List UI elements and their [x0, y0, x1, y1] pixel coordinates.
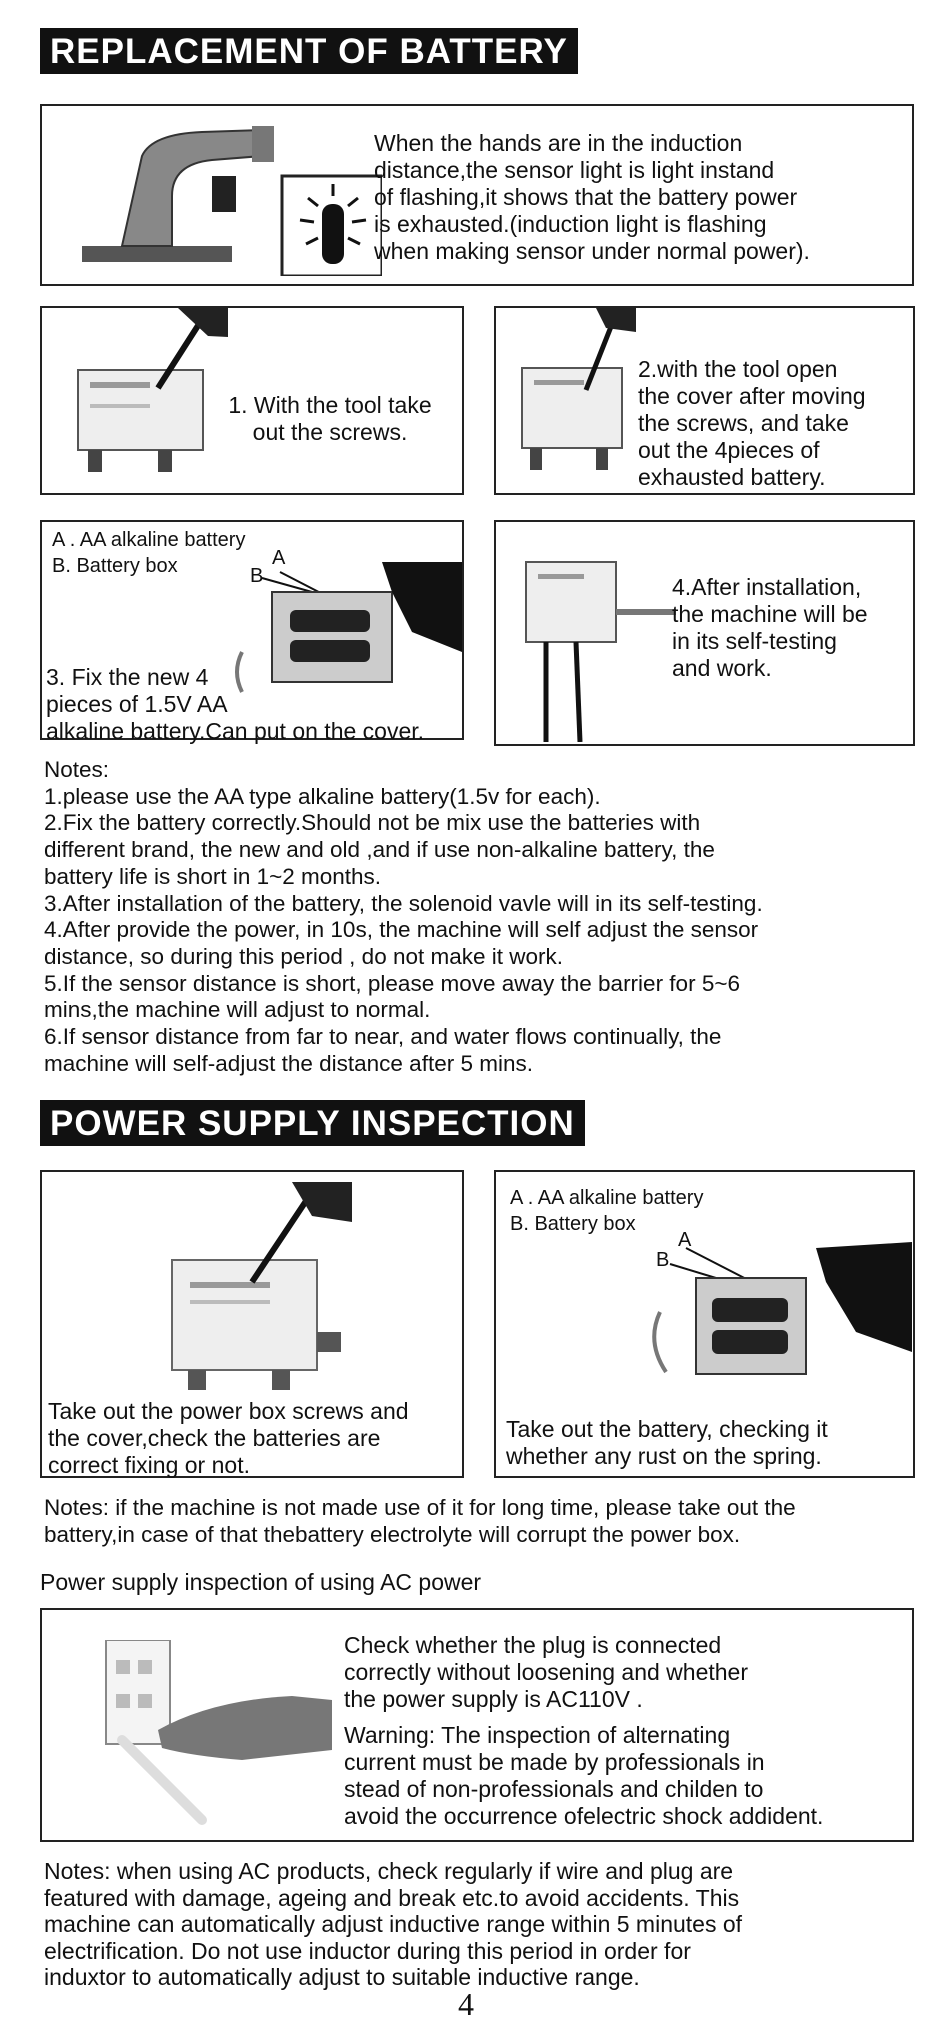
battery-rust-caption: Take out the battery, checking it whethe… [506, 1416, 828, 1469]
power-box-caption: Take out the power box screws and the co… [48, 1398, 409, 1478]
power-box-illustration [171, 1182, 352, 1390]
note-item: 5.If the sensor distance is short, pleas… [44, 970, 740, 1023]
label-a: A [678, 1229, 692, 1251]
section-heading-power-supply: POWER SUPPLY INSPECTION [40, 1100, 585, 1146]
note-item: 3.After installation of the battery, the… [44, 890, 763, 916]
ac-power-subheading: Power supply inspection of using AC powe… [40, 1569, 482, 1595]
notes-section-1: Notes: 1.please use the AA type alkaline… [44, 757, 924, 1077]
step2-box: 2.with the tool open the cover after mov… [494, 306, 915, 495]
label-b: B [250, 565, 264, 587]
ac-warning-text: Warning: The inspection of alternating c… [344, 1722, 824, 1829]
step1-text: 1. With the tool take out the screws. [228, 392, 432, 445]
step4-box: 4.After installation, the machine will b… [494, 520, 915, 746]
legend-a: A . AA alkaline battery [52, 529, 246, 551]
notes-section-2: Notes: if the machine is not made use of… [44, 1495, 796, 1547]
battery-removal-illustration [652, 1242, 912, 1375]
opening-cover-illustration [521, 308, 636, 470]
note-item: 1.please use the AA type alkaline batter… [44, 783, 601, 809]
step3-box: A . AA alkaline battery B. Battery box A… [40, 520, 464, 744]
step3-text: 3. Fix the new 4 pieces of 1.5V AA alkal… [46, 664, 425, 744]
step1-box: 1. With the tool take out the screws. [40, 306, 464, 495]
ac-check-text: Check whether the plug is connected corr… [344, 1632, 749, 1712]
installed-unit-illustration [525, 561, 676, 742]
note-item: 2.Fix the battery correctly.Should not b… [44, 810, 715, 889]
battery-box-illustration [235, 562, 462, 693]
note-item: 4.After provide the power, in 10s, the m… [44, 917, 759, 969]
intro-box: When the hands are in the induction dist… [40, 104, 914, 286]
section-heading-replacement: REPLACEMENT OF BATTERY [40, 28, 578, 74]
legend-b: B. Battery box [52, 555, 178, 577]
legend-a: A . AA alkaline battery [510, 1187, 704, 1209]
final-notes: Notes: when using AC products, check reg… [44, 1858, 743, 1990]
battery-rust-box: A . AA alkaline battery B. Battery box A… [494, 1170, 915, 1478]
label-a: A [272, 547, 286, 569]
ac-power-box: Check whether the plug is connected corr… [40, 1608, 914, 1842]
plug-socket-illustration [105, 1640, 332, 1825]
power-box-screws-box: Take out the power box screws and the co… [40, 1170, 464, 1478]
step4-text: 4.After installation, the machine will b… [672, 574, 868, 681]
label-b: B [656, 1249, 670, 1271]
note-item: 6.If sensor distance from far to near, a… [44, 1024, 722, 1076]
legend-b: B. Battery box [510, 1213, 636, 1235]
notes-title: Notes: [44, 757, 110, 782]
page-number: 4 [458, 1986, 474, 2022]
faucet-sensor-illustration [82, 126, 382, 276]
screwdriver-box-illustration [77, 308, 228, 472]
step2-text: 2.with the tool open the cover after mov… [638, 356, 866, 490]
intro-text: When the hands are in the induction dist… [374, 130, 810, 264]
